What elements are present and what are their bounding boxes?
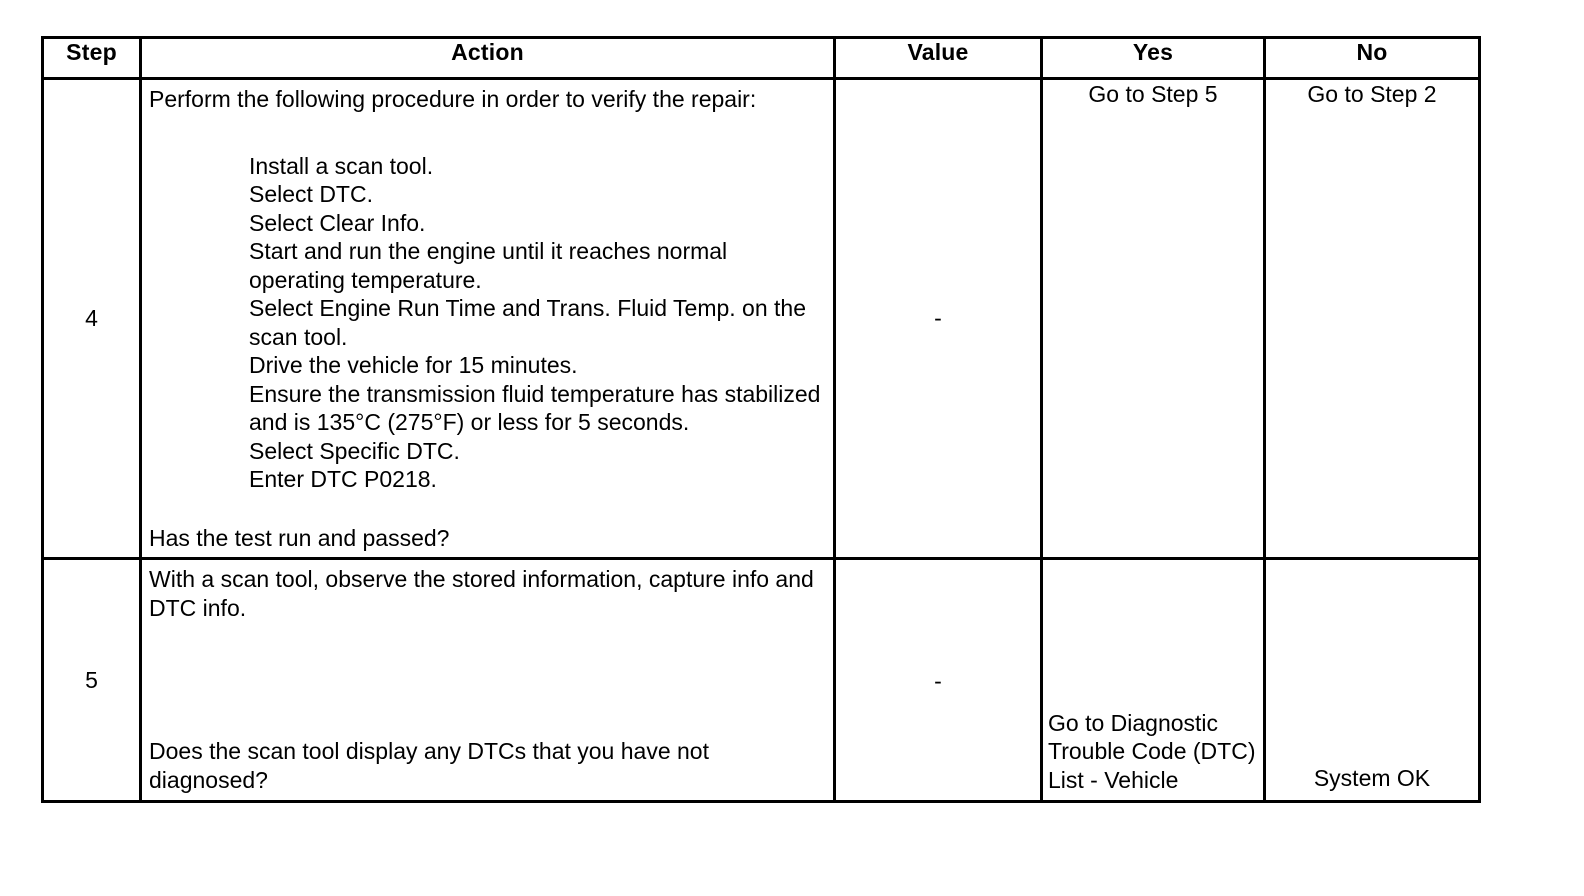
table-header: Step Action Value Yes No: [41, 36, 1481, 80]
action-cell: Perform the following procedure in order…: [139, 77, 836, 560]
no-branch-cell: System OK: [1263, 557, 1481, 803]
table-header-row: Step Action Value Yes No: [41, 36, 1481, 80]
column-header-action: Action: [139, 36, 836, 80]
no-branch-text: System OK: [1313, 764, 1431, 791]
yes-branch-text: Go to Diagnostic Trouble Code (DTC) List…: [1048, 709, 1256, 793]
column-header-yes: Yes: [1040, 36, 1266, 80]
step-number-cell: 4: [41, 77, 142, 560]
list-item: Select Specific DTC.: [249, 437, 460, 464]
action-question-text: Has the test run and passed?: [149, 524, 450, 551]
yes-branch-cell: Go to Step 5: [1040, 77, 1266, 560]
list-item: Select Engine Run Time and Trans. Fluid …: [249, 295, 806, 350]
step-number-cell: 5: [41, 557, 142, 803]
value-cell: -: [833, 557, 1043, 803]
table-row: 5 With a scan tool, observe the stored i…: [41, 557, 1481, 803]
column-header-value: Value: [833, 36, 1043, 80]
list-item: Drive the vehicle for 15 minutes.: [249, 352, 578, 378]
yes-branch-cell: Go to Diagnostic Trouble Code (DTC) List…: [1040, 557, 1266, 803]
value-text: -: [934, 668, 942, 694]
list-item: Ensure the transmission fluid temperatur…: [249, 380, 821, 436]
list-item: Enter DTC P0218.: [249, 466, 437, 492]
table-row: 4 Perform the following procedure in ord…: [41, 77, 1481, 560]
action-step-list: Install a scan tool. Select DTC. Select …: [148, 152, 827, 494]
action-cell: With a scan tool, observe the stored inf…: [139, 557, 836, 803]
list-item: Select DTC.: [249, 181, 373, 207]
action-question-text: Does the scan tool display any DTCs that…: [149, 738, 709, 793]
column-header-no: No: [1263, 36, 1481, 80]
diagnostic-procedure-table: Step Action Value Yes No 4 Perform the f…: [41, 36, 1481, 803]
list-item: Select Clear Info.: [249, 209, 426, 236]
list-item: Start and run the engine until it reache…: [249, 238, 728, 293]
action-intro-text: Perform the following procedure in order…: [149, 86, 757, 112]
value-cell: -: [833, 77, 1043, 560]
list-item: Install a scan tool.: [249, 152, 434, 179]
table-body: 4 Perform the following procedure in ord…: [41, 77, 1481, 803]
spacer: [148, 114, 827, 152]
column-header-step: Step: [41, 36, 142, 80]
no-branch-cell: Go to Step 2: [1263, 77, 1481, 560]
spacer: [148, 494, 827, 524]
action-intro-text: With a scan tool, observe the stored inf…: [149, 566, 814, 621]
